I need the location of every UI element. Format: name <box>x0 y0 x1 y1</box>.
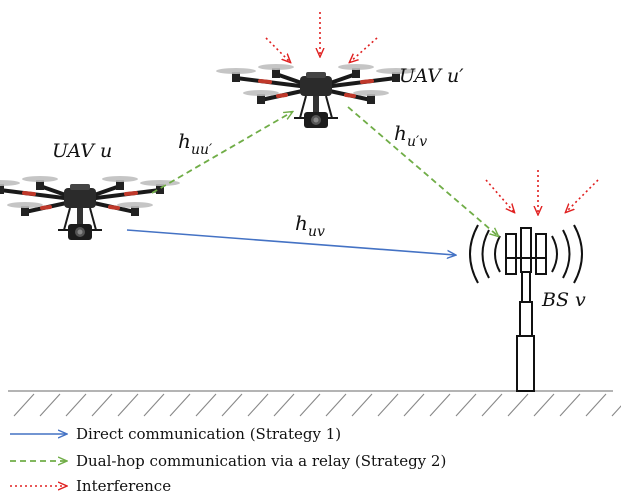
interference-arrows-uav <box>265 12 378 62</box>
ground-hatch <box>481 393 503 417</box>
direct-link-arrow <box>126 229 455 255</box>
ground-hatch <box>221 393 243 417</box>
ground-hatch <box>455 393 477 417</box>
svg-text:h: h <box>394 121 407 145</box>
uav-u-label: UAV u <box>52 140 112 162</box>
relay-link-arrow-1 <box>151 112 292 194</box>
ground-hatch <box>507 393 529 417</box>
ground-hatch <box>91 393 113 417</box>
ground-hatch <box>611 405 621 417</box>
svg-text:uv: uv <box>308 224 325 240</box>
ground-hatch <box>13 393 35 417</box>
ground-hatch <box>39 393 61 417</box>
legend-item-interference: Interference <box>10 477 171 495</box>
svg-text:u′v: u′v <box>407 134 427 150</box>
svg-text:h: h <box>295 211 308 235</box>
ground-hatch <box>377 393 399 417</box>
legend-item-relay: Dual-hop communication via a relay (Stra… <box>10 452 446 470</box>
ground-hatch <box>143 393 165 417</box>
drone-icon-uav-u <box>0 174 182 242</box>
ground-hatch <box>585 393 607 417</box>
ground-hatch <box>247 393 269 417</box>
channel-label-u-prime-v: h u′v <box>394 121 427 150</box>
ground-hatch <box>169 393 191 417</box>
ground-hatch <box>533 393 555 417</box>
svg-text:h: h <box>178 129 191 153</box>
legend: Direct communication (Strategy 1) Dual-h… <box>10 425 446 495</box>
ground-hatch <box>195 393 217 417</box>
legend-item-direct: Direct communication (Strategy 1) <box>10 425 341 443</box>
channel-label-uu-prime: h uu′ <box>178 129 213 158</box>
ground-hatch <box>403 393 425 417</box>
ground-hatch <box>299 393 321 417</box>
svg-text:uu′: uu′ <box>191 142 213 158</box>
uav-u-prime-label: UAV u′ <box>399 65 464 87</box>
drone-icon-uav-u-prime <box>214 62 418 130</box>
svg-text:Interference: Interference <box>76 477 171 495</box>
interference-arrows-bs <box>485 170 599 214</box>
ground-hatch <box>65 393 87 417</box>
svg-text:Dual-hop communication via a r: Dual-hop communication via a relay (Stra… <box>76 452 446 470</box>
relay-link-arrow-2 <box>347 106 498 236</box>
ground <box>8 390 621 417</box>
ground-hatch <box>351 393 373 417</box>
ground-hatch <box>273 393 295 417</box>
ground-hatch <box>429 393 451 417</box>
ground-hatch <box>117 393 139 417</box>
svg-text:Direct communication (Strategy: Direct communication (Strategy 1) <box>76 425 341 443</box>
ground-hatch <box>325 393 347 417</box>
bs-label: BS v <box>541 289 586 311</box>
signal-wave-icon <box>469 224 583 284</box>
ground-hatch <box>559 393 581 417</box>
base-station-tower-icon <box>505 227 547 392</box>
channel-label-uv: h uv <box>295 211 325 240</box>
